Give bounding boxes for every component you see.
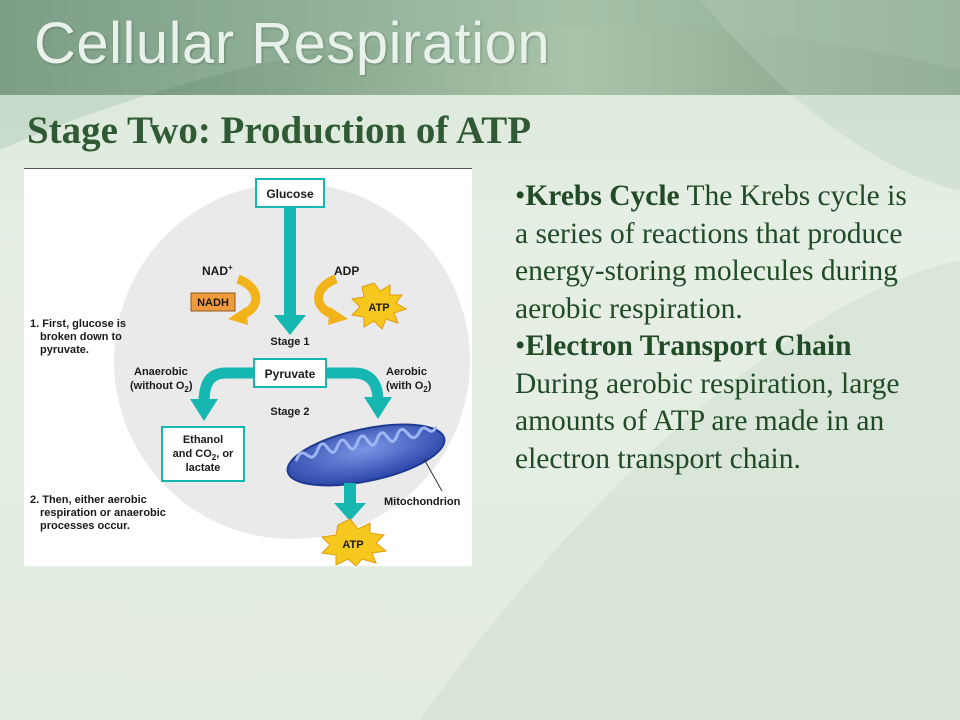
nadh-label: NADH: [197, 297, 229, 309]
glucose-arrow: [284, 207, 296, 319]
without-o2-label: (without O2): [130, 380, 193, 394]
co2-label: and CO2, or: [173, 448, 234, 462]
anaerobic-arrow-head: [190, 399, 218, 421]
glucose-box: [255, 178, 325, 208]
slide-title: Cellular Respiration: [34, 11, 551, 76]
atp-burst-bottom: [320, 518, 388, 566]
step-1-text: 1. First, glucose is broken down to pyru…: [30, 318, 129, 356]
pyruvate-box: [253, 358, 327, 388]
mitochondrion-arrow: [344, 483, 356, 505]
bullet-krebs-cycle: •Krebs Cycle The Krebs cycle is a series…: [515, 178, 915, 328]
mitochondrion-label: Mitochondrion: [384, 496, 461, 508]
ethanol-box: [161, 426, 245, 482]
bullet-text: During aerobic respiration, large amount…: [515, 367, 900, 475]
atp-top-label: ATP: [368, 302, 389, 314]
pyruvate-label: Pyruvate: [265, 367, 316, 381]
anaerobic-arrow: [198, 367, 254, 404]
aerobic-arrow-head: [364, 397, 392, 419]
slide-subtitle: Stage Two: Production of ATP: [27, 109, 532, 152]
bullet-marker: •: [515, 180, 526, 212]
stage-2-label: Stage 2: [270, 406, 309, 418]
aerobic-arrow: [326, 367, 384, 402]
adp-arrow-head: [328, 307, 348, 325]
bullet-term: Krebs Cycle: [525, 180, 680, 212]
nad-curved-arrow: [236, 274, 261, 320]
atp-burst-top: [350, 282, 408, 330]
adp-curved-arrow: [314, 274, 338, 320]
bullet-list: •Krebs Cycle The Krebs cycle is a series…: [515, 178, 915, 478]
bullet-text: The Krebs cycle is a series of reactions…: [515, 180, 907, 325]
glucose-label: Glucose: [266, 187, 314, 201]
mitochondrion-illustration: [286, 423, 446, 487]
glucose-arrow-head: [274, 315, 306, 335]
nad-plus-label: NAD+: [202, 263, 233, 278]
aerobic-label: Aerobic: [386, 366, 427, 378]
ethanol-label: Ethanol: [183, 434, 223, 446]
lactate-label: lactate: [186, 462, 221, 474]
respiration-diagram: Glucose NAD+ NADH ADP ATP Stage 1 1. Fir…: [24, 168, 472, 566]
nad-arrow-head: [228, 307, 248, 325]
nadh-box: [190, 292, 236, 312]
adp-label: ADP: [334, 264, 359, 278]
mitochondrion-arrow-head: [334, 503, 366, 521]
header-band: [0, 0, 960, 95]
bullet-electron-transport: •Electron Transport Chain During aerobic…: [515, 328, 915, 478]
stage-1-label: Stage 1: [270, 336, 309, 348]
atp-bottom-label: ATP: [342, 539, 363, 551]
bullet-term: Electron Transport Chain: [525, 330, 852, 362]
bullet-marker: •: [515, 330, 526, 362]
mitochondrion-pointer: [423, 458, 443, 492]
anaerobic-label: Anaerobic: [134, 366, 188, 378]
step-2-text: 2. Then, either aerobic respiration or a…: [30, 494, 169, 532]
with-o2-label: (with O2): [386, 380, 432, 394]
